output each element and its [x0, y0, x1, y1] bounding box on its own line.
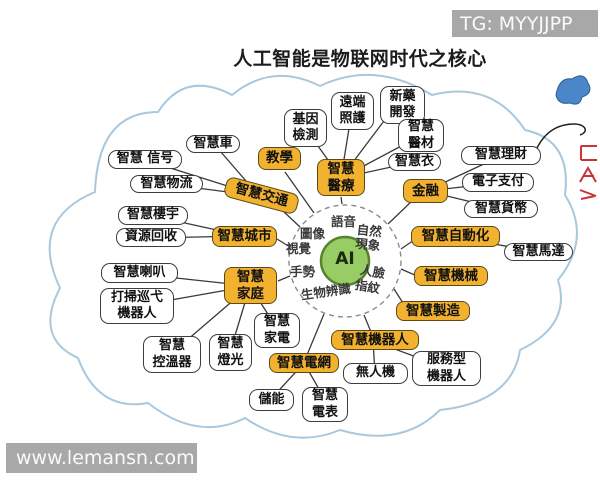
diagram-title: 人工智能是物联网时代之核心 — [233, 48, 487, 70]
leaf-smart-logistics: 智慧物流 — [130, 175, 203, 193]
leaf-smart-wealth: 智慧理財 — [461, 146, 541, 165]
spoke-lines — [276, 171, 418, 356]
hub-teaching: 教學 — [258, 147, 301, 170]
leaf-smart-thermostat: 智慧 控溫器 — [143, 336, 201, 373]
blue-scribble-icon — [555, 75, 591, 105]
hub-smart-machinery: 智慧機械 — [414, 266, 488, 286]
dashed-circle — [288, 204, 402, 318]
leaf-smart-medmaterial: 智慧 醫材 — [398, 119, 444, 152]
inner-label-vision: 視覺 — [286, 241, 312, 256]
hub-smart-city: 智慧城市 — [212, 226, 277, 247]
hub-smart-manufacturing: 智慧製造 — [396, 301, 470, 321]
ai-node-label: AI — [335, 249, 355, 269]
leaf-service-robot: 服務型 機器人 — [412, 351, 481, 386]
leaf-smart-building: 智慧樓宇 — [118, 206, 188, 225]
leaf-smart-car: 智慧車 — [186, 135, 240, 153]
leaf-smart-appliance: 智慧 家電 — [254, 313, 300, 348]
hub-smart-home: 智慧 家庭 — [224, 267, 277, 304]
leaf-remote-care: 遠端 照護 — [331, 92, 374, 130]
leaf-energy-storage: 儲能 — [249, 389, 294, 411]
tg-watermark: TG: MYYJJPP — [452, 10, 598, 37]
leaf-smart-speaker: 智慧喇叭 — [101, 263, 178, 283]
inner-label-nature: 自然 現象 — [354, 221, 383, 254]
leaf-smart-currency: 智慧貨幣 — [464, 200, 538, 218]
inner-label-image: 圖像 — [300, 226, 326, 241]
leaf-smart-clothing: 智慧衣 — [388, 153, 441, 171]
inner-label-gesture: 手勢 — [290, 264, 316, 279]
ai-circle — [319, 235, 371, 287]
curved-arrow-icon — [535, 123, 586, 151]
leaf-smart-meter: 智慧 電表 — [302, 387, 348, 422]
leaf-cleaning-robot: 打掃巡弋 機器人 — [100, 288, 174, 324]
leaf-smart-signal: 智慧 信号 — [108, 150, 182, 169]
hub-smart-robot: 智慧機器人 — [331, 330, 419, 350]
hub-smart-automation: 智慧自動化 — [411, 226, 500, 247]
leaf-new-drug: 新藥 開發 — [380, 86, 425, 124]
hub-finance: 金融 — [403, 179, 448, 203]
leaf-e-payment: 電子支付 — [462, 173, 534, 192]
inner-label-speech: 語音 — [331, 214, 357, 229]
leaf-smart-motor: 智慧馬達 — [504, 243, 573, 261]
leaf-smart-lighting: 智慧 燈光 — [209, 334, 252, 371]
hub-smart-grid: 智慧電網 — [269, 353, 339, 373]
leaf-drone: 無人機 — [343, 363, 408, 384]
hub-smart-medical: 智慧 醫療 — [317, 159, 365, 196]
leaf-resource-recycle: 資源回收 — [116, 228, 186, 247]
site-watermark: www.lemansn.com — [6, 443, 197, 473]
cutoff-red-text-icon — [579, 145, 597, 200]
leaf-gene-testing: 基因 檢測 — [284, 109, 327, 147]
hub-leaf-edges — [136, 100, 539, 404]
